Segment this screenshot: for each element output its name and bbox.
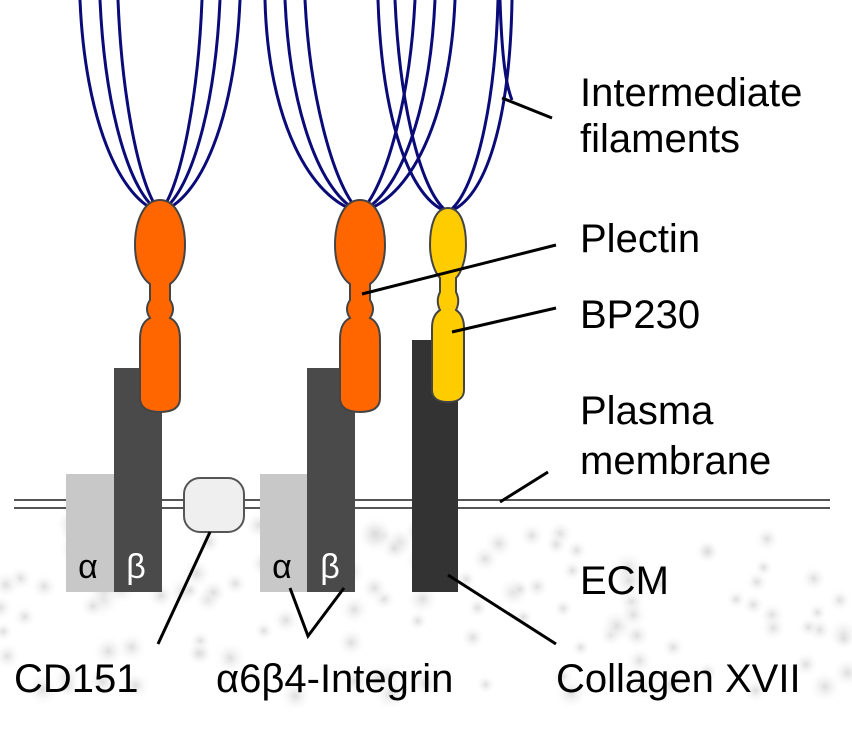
ecm-speckle	[271, 605, 301, 635]
ecm-speckle	[561, 559, 584, 582]
label-intermediate-filaments-1: Intermediate	[580, 71, 802, 115]
cd151	[183, 477, 245, 533]
ecm-speckle	[625, 646, 654, 675]
label-plasma-membrane-1: Plasma	[580, 389, 714, 433]
leader-collagen	[447, 573, 557, 646]
ecm-speckle	[742, 677, 769, 704]
label-plectin: Plectin	[580, 217, 700, 261]
ecm-speckle	[827, 588, 852, 613]
ecm-speckle	[628, 672, 656, 701]
ecm-speckle	[30, 572, 58, 601]
integrin-left: α β	[66, 368, 162, 592]
ecm-speckle	[340, 666, 370, 696]
ecm-speckle	[570, 637, 591, 658]
label-bp230: BP230	[580, 293, 700, 337]
ecm-speckle	[832, 627, 852, 650]
intermediate-filaments	[78, 0, 514, 215]
alpha-subunit-left	[66, 474, 116, 592]
ecm-speckle	[524, 574, 550, 600]
ecm-speckle	[222, 570, 248, 597]
ecm-speckle	[661, 635, 686, 660]
ecm-speckle	[741, 592, 766, 617]
ecm-speckle	[645, 570, 672, 597]
ecm-speckle	[380, 534, 409, 563]
ecm-speckle	[186, 640, 211, 666]
ecm-speckle	[360, 573, 389, 603]
label-plasma-membrane-2: membrane	[580, 439, 771, 483]
ecm-speckle	[554, 675, 589, 710]
ecm-speckle	[336, 627, 367, 658]
alpha-label-left: α	[78, 548, 98, 586]
ecm-speckle	[753, 525, 781, 553]
ecm-speckle	[91, 634, 126, 668]
ecm-speckle	[725, 588, 747, 611]
ecm-speckle	[694, 539, 721, 565]
ecm-speckle	[797, 616, 820, 639]
ecm-speckle	[362, 663, 395, 695]
integrin-right: α β	[260, 368, 355, 592]
ecm-speckle	[565, 538, 589, 562]
ecm-speckle	[253, 620, 275, 642]
ecm-speckle	[544, 532, 568, 557]
ecm-speckle	[518, 522, 545, 549]
ecm-speckle	[12, 604, 37, 629]
leader-cd151	[156, 531, 212, 645]
ecm-speckle	[0, 642, 21, 670]
ecm-speckle	[409, 667, 441, 699]
ecm-speckle	[454, 568, 478, 591]
ecm-speckle	[696, 660, 719, 683]
label-intermediate-filaments-2: filaments	[580, 117, 740, 161]
leader-intermediate-filaments	[501, 96, 553, 120]
ecm-speckle	[619, 600, 648, 630]
plectin-left	[133, 198, 187, 414]
label-cd151: CD151	[14, 657, 139, 701]
beta-label-left: β	[126, 548, 146, 586]
ecm-speckle	[0, 594, 14, 622]
label-integrin: α6β4-Integrin	[216, 657, 453, 701]
beta-label-right: β	[320, 548, 340, 586]
alpha-subunit-right	[260, 474, 310, 592]
ecm-speckle	[760, 614, 787, 642]
ecm-speckle	[0, 620, 14, 643]
ecm-speckle	[120, 670, 151, 701]
ecm-speckle	[87, 666, 118, 698]
ecm-speckle	[338, 594, 370, 626]
alpha-label-right: α	[272, 548, 292, 586]
bp230	[428, 206, 468, 404]
ecm-speckle	[199, 578, 228, 607]
ecm-speckle	[24, 671, 61, 707]
leader-plasma-membrane	[499, 470, 549, 504]
ecm-speckle	[0, 570, 21, 600]
ecm-speckle	[475, 674, 496, 695]
ecm-speckle	[466, 596, 489, 620]
leader-bp230	[451, 306, 557, 334]
ecm-speckle	[656, 670, 686, 700]
ecm-speckle	[56, 674, 80, 699]
ecm-speckle	[800, 565, 828, 592]
plectin-right	[333, 198, 387, 414]
ecm-speckle	[792, 651, 820, 678]
ecm-speckle	[459, 624, 486, 651]
ecm-speckle	[279, 679, 312, 713]
leader-lines	[156, 96, 557, 646]
labels: Intermediate filaments Plectin BP230 Pla…	[14, 71, 802, 701]
ecm-speckle	[513, 606, 534, 628]
label-collagen-xvii: Collagen XVII	[556, 657, 801, 701]
leader-integrin	[288, 587, 346, 640]
ecm-speckle	[470, 544, 500, 574]
ecm-speckle	[552, 597, 574, 620]
leader-plectin	[361, 243, 557, 296]
ecm-speckle	[213, 641, 248, 675]
ecm-speckle	[744, 570, 769, 594]
ecm-speckle	[831, 656, 852, 689]
label-ecm: ECM	[580, 559, 669, 603]
